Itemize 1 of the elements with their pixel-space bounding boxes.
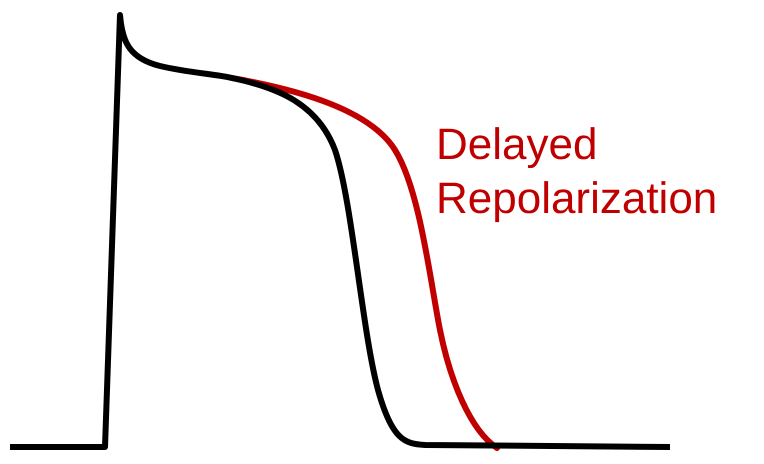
curve-label: Delayed Repolarization [436, 119, 718, 225]
